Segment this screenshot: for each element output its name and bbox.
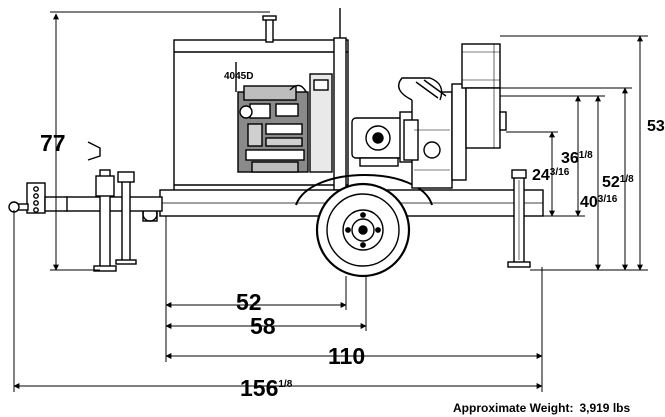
fender xyxy=(295,174,433,206)
dim-height-40-whole: 40 xyxy=(580,194,598,211)
weight-value: 3,919 lbs xyxy=(579,401,630,415)
dim-height-40-fraction: 3/16 xyxy=(598,194,618,205)
dim-height-53: 53 xyxy=(647,118,665,135)
engine-block xyxy=(235,62,309,173)
lift-post xyxy=(333,37,347,191)
dim-height-52-fraction: 1/8 xyxy=(620,174,634,185)
control-panel xyxy=(309,73,333,173)
dim-height-24-whole: 24 xyxy=(532,167,550,184)
discharge-flange xyxy=(451,43,507,181)
dim-height-40: 403/16 xyxy=(580,194,618,211)
dim-length-156-whole: 156 xyxy=(240,375,278,401)
trailer-wheel xyxy=(315,182,411,278)
approx-weight: Approximate Weight: 3,919 lbs xyxy=(453,401,630,415)
dim-height-52-whole: 52 xyxy=(602,174,620,191)
dim-length-110: 110 xyxy=(328,343,365,369)
dim-height-36-whole: 36 xyxy=(561,150,579,167)
dim-height-36-fraction: 1/8 xyxy=(579,150,593,161)
engine-model-label: 4045D xyxy=(224,71,253,82)
dimension-lines xyxy=(13,11,648,392)
front-jack xyxy=(87,141,137,272)
dim-length-58: 58 xyxy=(250,313,276,339)
exhaust-stack xyxy=(265,17,274,43)
dim-height-36: 361/8 xyxy=(561,150,593,167)
rear-jack xyxy=(507,169,531,268)
dim-length-156: 1561/8 xyxy=(240,375,293,401)
pump-casing xyxy=(398,77,453,189)
dim-length-52: 52 xyxy=(236,289,262,315)
tongue xyxy=(65,196,163,212)
dim-height-24-fraction: 3/16 xyxy=(550,167,570,178)
dim-height-52: 521/8 xyxy=(602,174,634,191)
dim-height-77: 77 xyxy=(40,130,66,156)
machine-outline xyxy=(8,8,544,278)
weight-label: Approximate Weight: xyxy=(453,401,573,415)
dim-length-156-fraction: 1/8 xyxy=(278,379,292,390)
dim-height-24: 243/16 xyxy=(532,167,570,184)
